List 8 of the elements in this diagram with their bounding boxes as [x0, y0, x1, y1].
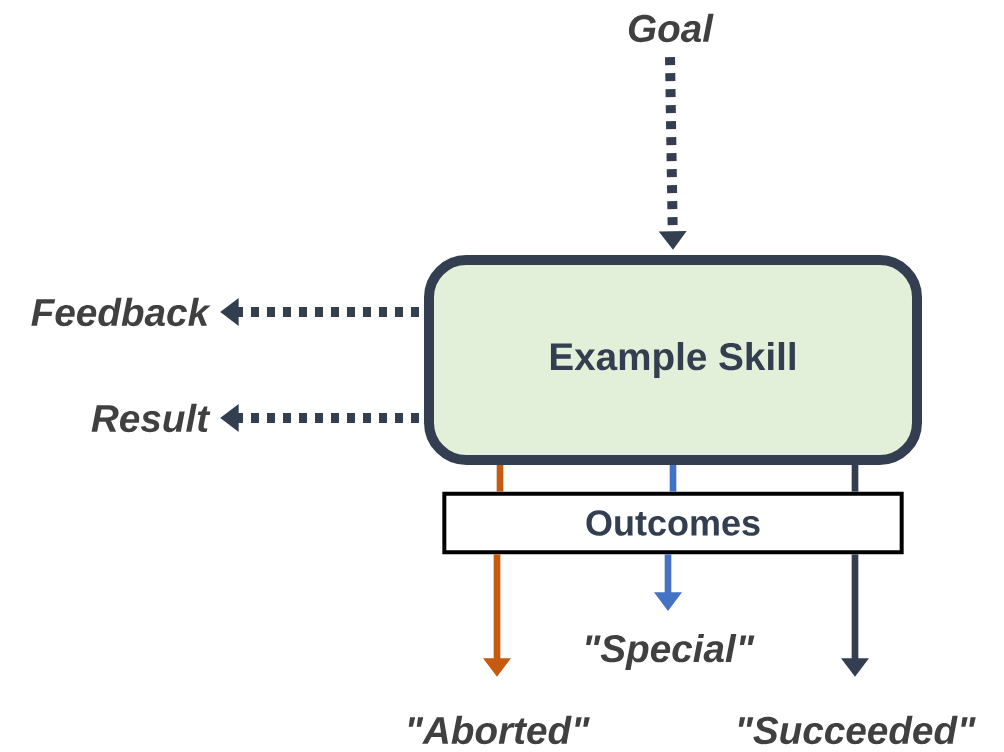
- skill-box: Example Skill: [424, 255, 922, 465]
- io-label: "Aborted": [408, 715, 590, 745]
- outcomes-box: Outcomes: [442, 491, 904, 555]
- io-label: "Special": [586, 633, 755, 670]
- io-label: Result: [91, 403, 211, 433]
- io-label: Feedback: [31, 297, 211, 327]
- io-label: Goal: [628, 13, 714, 43]
- io-label: "Succeeded": [738, 715, 976, 745]
